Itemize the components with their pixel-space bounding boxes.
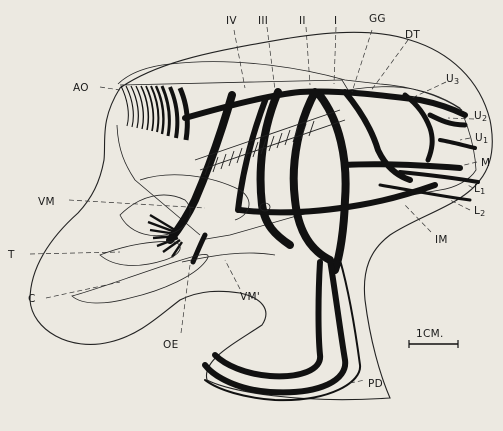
vessel-u2	[430, 115, 465, 125]
label-iii: III	[258, 15, 268, 27]
vessel-ii	[294, 92, 330, 260]
label-u3: U3	[446, 73, 459, 86]
label-dt: DT	[405, 29, 420, 41]
aorta-hatching	[121, 86, 187, 140]
buccal-outline	[120, 195, 190, 236]
label-gg: GG	[369, 13, 386, 25]
label-u1: U1	[475, 132, 488, 145]
vessel-pd-outer	[205, 260, 345, 392]
scale-bar-label: 1CM.	[416, 328, 444, 340]
label-ao: AO	[73, 82, 89, 94]
label-l1: L1	[474, 183, 486, 196]
vessel-i	[318, 93, 346, 270]
vessels	[148, 92, 478, 401]
vessel-iv	[170, 95, 232, 240]
label-iv: IV	[226, 15, 237, 27]
label-im: IM	[435, 234, 448, 246]
tongue-outline	[100, 242, 180, 266]
vessel-u1	[440, 140, 475, 148]
scale-bar: 1CM.	[409, 328, 458, 348]
label-m: M	[481, 157, 490, 169]
label-ii: II	[299, 15, 306, 27]
label-i: I	[334, 15, 337, 27]
label-t: T	[7, 249, 15, 261]
vessel-pd-inner	[215, 262, 320, 376]
label-vm-prime: VM'	[240, 291, 260, 303]
label-c: C	[28, 293, 36, 305]
label-pd: PD	[368, 378, 383, 390]
leader-lines	[30, 27, 477, 383]
cartilage-outline	[72, 254, 208, 303]
label-oe: OE	[163, 339, 179, 351]
label-vm: VM	[38, 196, 55, 208]
vessel-m	[345, 164, 460, 168]
label-l2: L2	[474, 205, 486, 218]
label-u2: U2	[474, 110, 487, 123]
